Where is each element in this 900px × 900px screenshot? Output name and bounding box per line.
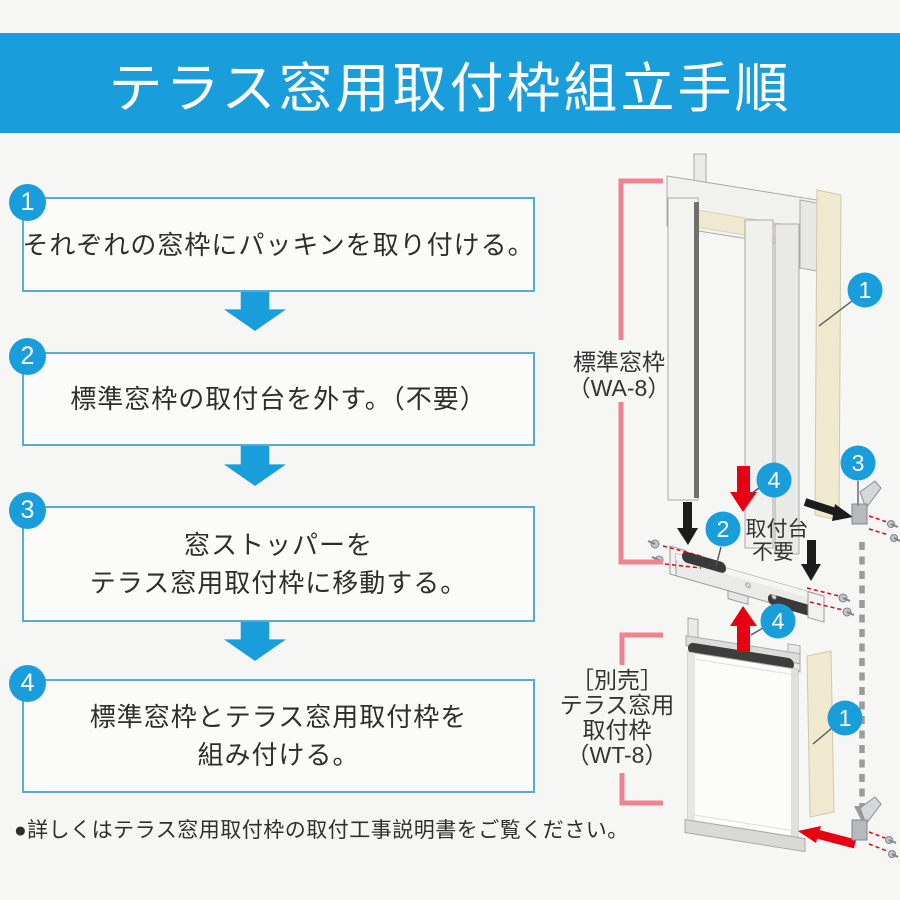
- bracket-standard-frame: [618, 178, 663, 565]
- title-banner: テラス窓用取付枠組立手順: [0, 33, 900, 133]
- footnote: ●詳しくはテラス窓用取付枠の取付工事説明書をご覧ください。: [14, 819, 629, 842]
- badge-connectors: [715, 300, 859, 745]
- badge-2: 2: [717, 516, 730, 542]
- bracket-terrace-frame: [619, 632, 663, 806]
- down-arrow-icon: [224, 621, 286, 661]
- badge-1-bottom: 1: [839, 705, 852, 731]
- step-4-text-line1: 標準窓枠とテラス窓用取付枠を: [89, 702, 468, 732]
- step-3-badge: 3: [9, 492, 46, 529]
- standard-frame-label-line1: 標準窓枠: [573, 349, 665, 375]
- step-2-text: 標準窓枠の取付台を外す。（不要）: [70, 384, 487, 414]
- mounting-base: [669, 545, 825, 623]
- window-stopper-bottom: [851, 796, 899, 858]
- callout-badges: 1 3 4 2 4 1: [705, 272, 883, 736]
- black-arrows: [677, 498, 853, 581]
- terrace-frame-label-line4: （WT-8）: [567, 742, 668, 768]
- step-2-box: 標準窓枠の取付台を外す。（不要）: [22, 352, 535, 446]
- standard-frame-label-line2: （WA-8）: [568, 375, 671, 401]
- badge-4-up: 4: [772, 608, 785, 634]
- assembly-diagram: 標準窓枠 （WA-8） ［別売］ テラス窓用 取付枠 （WT-8） 取付台 不要…: [560, 153, 900, 858]
- side-packing-bottom: [806, 650, 835, 818]
- base-not-needed-line1: 取付台: [746, 518, 809, 541]
- red-arrows: [730, 466, 857, 849]
- badge-3: 3: [852, 450, 865, 476]
- step-4-text-line2: 組み付ける。: [197, 740, 360, 770]
- down-arrow-icon: [224, 291, 286, 331]
- side-packing-top: [814, 189, 842, 521]
- terrace-frame-label-line3: 取付枠: [583, 717, 652, 743]
- step-3-box: 窓ストッパーを テラス窓用取付枠に移動する。: [22, 506, 535, 622]
- terrace-window-frame: [684, 617, 806, 853]
- step-3-text-line2: テラス窓用取付枠に移動する。: [89, 568, 468, 598]
- step-1-box: それぞれの窓枠にパッキンを取り付ける。: [22, 197, 535, 292]
- badge-1-top: 1: [859, 277, 872, 303]
- step-4-box: 標準窓枠とテラス窓用取付枠を 組み付ける。: [22, 679, 535, 793]
- base-not-needed-line2: 不要: [752, 541, 794, 564]
- badge-4-down: 4: [768, 467, 781, 493]
- down-arrow-icon: [224, 446, 286, 486]
- terrace-frame-label-line2: テラス窓用: [560, 692, 675, 718]
- terrace-frame-label-line1: ［別売］: [571, 667, 663, 693]
- page-title: テラス窓用取付枠組立手順: [108, 58, 792, 119]
- step-4-badge: 4: [9, 665, 46, 702]
- step-3-text-line1: 窓ストッパーを: [183, 530, 373, 560]
- step-1-badge: 1: [9, 184, 46, 221]
- standard-window-frame: [666, 153, 842, 555]
- step-2-badge: 2: [9, 338, 46, 375]
- step-1-text: それぞれの窓枠にパッキンを取り付ける。: [22, 229, 535, 260]
- window-stopper-top: [851, 480, 900, 542]
